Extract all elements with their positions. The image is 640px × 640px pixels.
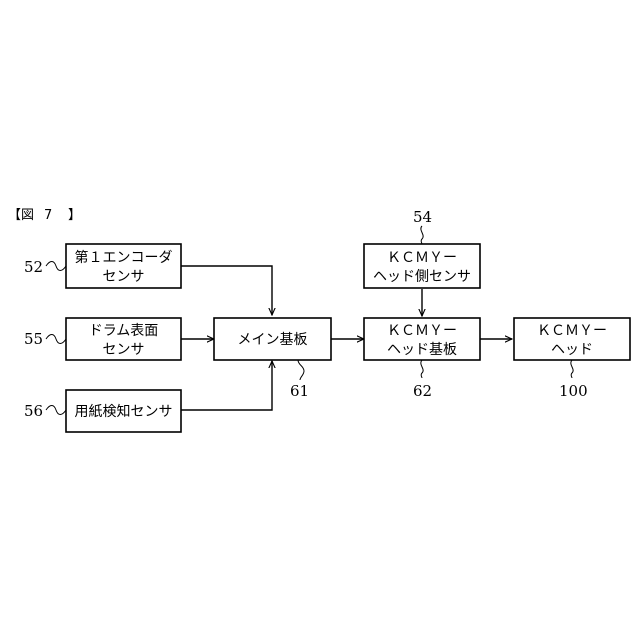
- block-encoder-sensor: 第１エンコーダ センサ: [66, 244, 181, 288]
- leader-62: [421, 360, 423, 378]
- figure-label-close: 】: [68, 208, 81, 223]
- block-head: ＫＣＭＹー ヘッド: [514, 318, 630, 360]
- encoder-sensor-line2: センサ: [103, 269, 145, 285]
- block-head-side-sensor: ＫＣＭＹー ヘッド側センサ: [364, 244, 480, 288]
- leader-56: [46, 406, 66, 415]
- ref-drum-sensor: 55: [24, 330, 66, 348]
- ref-head: 100: [559, 360, 588, 400]
- head-board-line2: ヘッド基板: [387, 341, 457, 358]
- arrow-encoder-to-main: [181, 266, 272, 315]
- ref-numeral-55: 55: [24, 330, 43, 348]
- paper-sensor-line1: 用紙検知センサ: [75, 403, 173, 420]
- head-side-sensor-line2: ヘッド側センサ: [373, 269, 471, 285]
- ref-numeral-56: 56: [24, 402, 43, 420]
- leader-54: [421, 226, 423, 244]
- ref-numeral-54: 54: [413, 208, 432, 226]
- figure-label-open: 【図: [8, 208, 34, 223]
- ref-head-board: 62: [413, 360, 432, 400]
- ref-numeral-61: 61: [290, 382, 309, 400]
- leader-55: [46, 335, 66, 344]
- leader-52: [46, 262, 66, 271]
- head-line1: ＫＣＭＹー: [537, 323, 607, 339]
- ref-paper-sensor: 56: [24, 402, 66, 420]
- head-board-line1: ＫＣＭＹー: [387, 323, 457, 339]
- ref-numeral-62: 62: [413, 382, 432, 400]
- leader-100: [571, 360, 573, 378]
- encoder-sensor-line1: 第１エンコーダ: [75, 249, 173, 266]
- ref-numeral-52: 52: [24, 258, 43, 276]
- head-line2: ヘッド: [551, 342, 593, 358]
- drum-sensor-line2: センサ: [103, 342, 145, 358]
- arrow-paper-to-main: [181, 361, 272, 410]
- head-side-sensor-line1: ＫＣＭＹー: [387, 250, 457, 266]
- ref-encoder-sensor: 52: [24, 258, 66, 276]
- block-main-board: メイン基板: [214, 318, 331, 360]
- drum-sensor-line1: ドラム表面: [89, 323, 159, 339]
- ref-main-board: 61: [290, 360, 309, 400]
- leader-61: [298, 360, 304, 380]
- figure-label: 【図 7 】: [8, 208, 81, 223]
- figure-label-number: 7: [44, 208, 52, 223]
- ref-head-side-sensor: 54: [413, 208, 432, 244]
- block-head-board: ＫＣＭＹー ヘッド基板: [364, 318, 480, 360]
- block-drum-sensor: ドラム表面 センサ: [66, 318, 181, 360]
- block-paper-sensor: 用紙検知センサ: [66, 390, 181, 432]
- main-board-line1: メイン基板: [238, 331, 308, 348]
- ref-numeral-100: 100: [559, 382, 588, 400]
